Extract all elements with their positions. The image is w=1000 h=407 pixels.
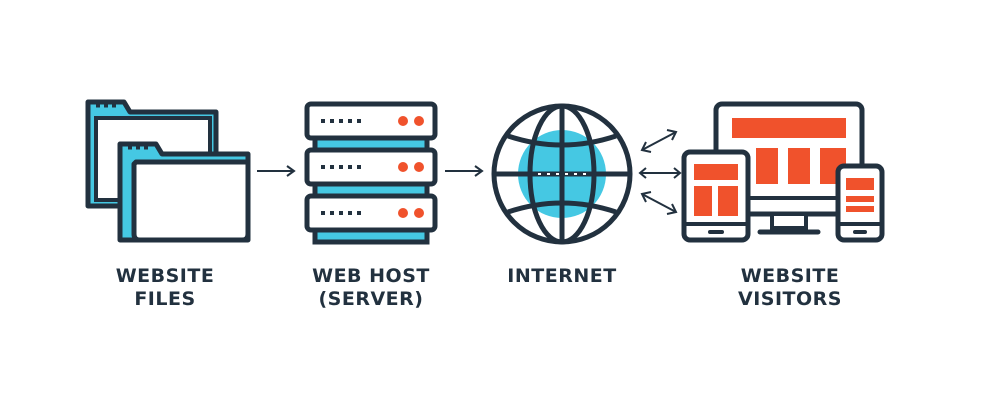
- label-line1: WEBSITE: [115, 265, 215, 287]
- label-line2: FILES: [134, 288, 196, 310]
- arrow-internet-visitors-up: [638, 128, 680, 154]
- arrow-server-to-internet: [445, 165, 485, 177]
- server-icon: [304, 101, 438, 245]
- label-web-host: WEB HOST (SERVER): [296, 265, 446, 311]
- label-internet: INTERNET: [487, 265, 637, 288]
- devices-icon: [680, 100, 890, 245]
- label-line1: WEBSITE: [740, 265, 840, 287]
- folders-icon: [80, 98, 255, 246]
- arrow-internet-visitors-middle: [638, 166, 682, 180]
- label-line2: VISITORS: [738, 288, 842, 310]
- label-line1: WEB HOST: [312, 265, 430, 287]
- label-website-files: WEBSITE FILES: [95, 265, 235, 311]
- arrow-files-to-server: [257, 165, 297, 177]
- label-line1: INTERNET: [507, 265, 617, 287]
- arrow-internet-visitors-down: [638, 190, 680, 216]
- globe-icon: [488, 100, 636, 248]
- label-line2: (SERVER): [318, 288, 424, 310]
- label-website-visitors: WEBSITE VISITORS: [715, 265, 865, 311]
